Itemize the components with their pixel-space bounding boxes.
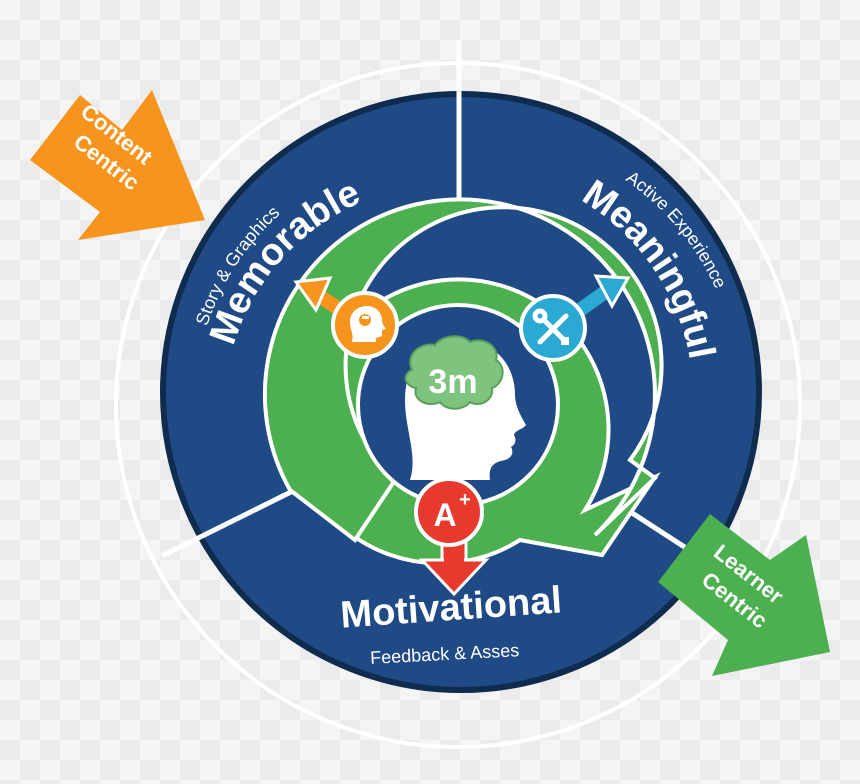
lightbulb-head-icon bbox=[350, 306, 386, 342]
learner-centric-arrow: Learner Centric bbox=[658, 514, 830, 676]
content-centric-arrow: Content Centric bbox=[30, 90, 205, 240]
divider-left bbox=[160, 482, 307, 559]
grade-badge-plus: + bbox=[459, 489, 471, 511]
green-horseshoe-main bbox=[262, 197, 664, 543]
tools-icon bbox=[532, 308, 569, 345]
grade-icon bbox=[414, 477, 484, 547]
brain-label: 3m bbox=[428, 363, 477, 401]
meaningful-arrow bbox=[575, 274, 631, 316]
brain-icon bbox=[404, 335, 504, 410]
grade-badge-letter: A bbox=[433, 497, 456, 533]
